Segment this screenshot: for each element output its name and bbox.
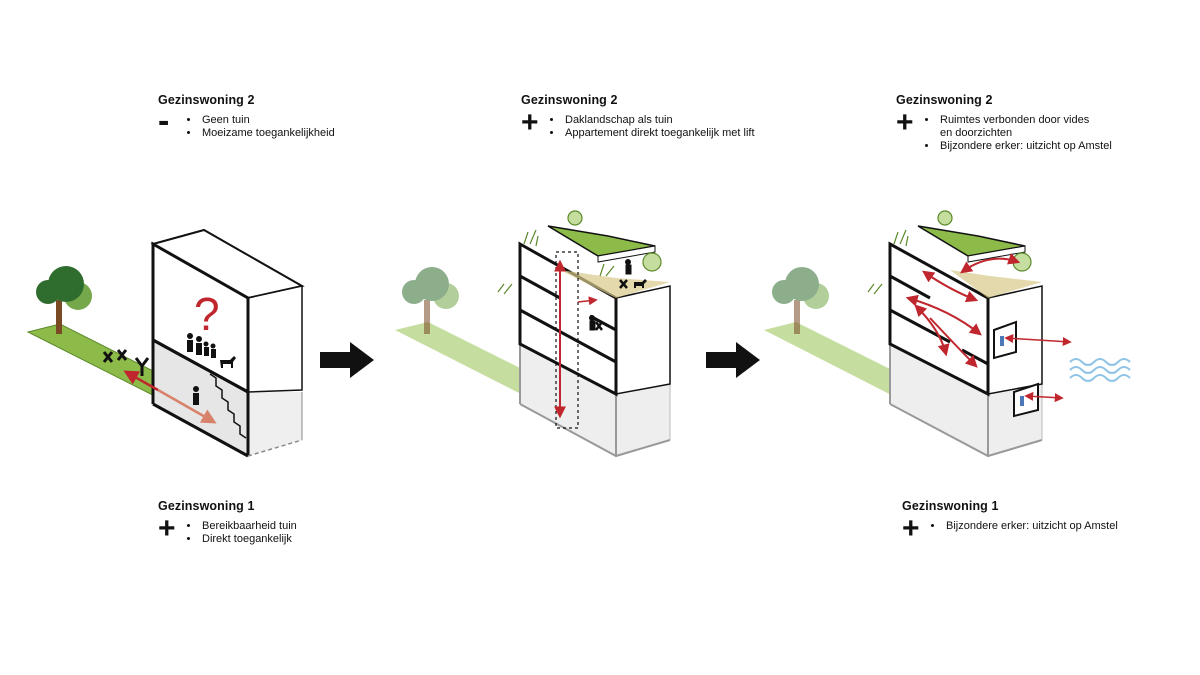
block-panel1-bottom: Gezinswoning 1 + Bereikbaarheid tuin Dir… bbox=[158, 499, 297, 546]
panel-2-transformed bbox=[395, 210, 671, 458]
plus-icon: + bbox=[896, 106, 914, 139]
bullet-item: Bereikbaarheid tuin bbox=[200, 520, 297, 533]
minus-icon: - bbox=[158, 102, 170, 140]
bullet-item: Geen tuin bbox=[200, 114, 335, 127]
transition-arrow-icon bbox=[706, 342, 760, 378]
block-title: Gezinswoning 2 bbox=[521, 93, 618, 107]
panel-1-existing: ? bbox=[26, 228, 305, 458]
bullet-list: Bereikbaarheid tuin Direkt toegankelijk bbox=[184, 520, 297, 546]
bullet-item: Direkt toegankelijk bbox=[200, 533, 297, 546]
water-icon bbox=[1069, 358, 1131, 382]
block-title: Gezinswoning 2 bbox=[896, 93, 993, 107]
bullet-list: Geen tuin Moeizame toegankelijkheid bbox=[184, 114, 335, 140]
view-arrows bbox=[905, 253, 1021, 368]
people-garden-icon bbox=[102, 349, 150, 376]
bullet-list: Bijzondere erker: uitzicht op Amstel bbox=[928, 520, 1118, 533]
question-mark: ? bbox=[194, 288, 220, 340]
tree-icon bbox=[772, 267, 829, 334]
person-icon bbox=[193, 386, 199, 405]
tree-icon bbox=[36, 266, 92, 334]
bullet-list: Daklandschap als tuin Appartement direkt… bbox=[547, 114, 755, 140]
bullet-item: Moeizame toegankelijkheid bbox=[200, 127, 335, 140]
plus-icon: + bbox=[521, 106, 539, 139]
bullet-item: Appartement direkt toegankelijk met lift bbox=[563, 127, 755, 140]
tree-icon bbox=[402, 267, 459, 334]
bullet-item: Bijzondere erker: uitzicht op Amstel bbox=[944, 520, 1118, 533]
block-panel1-top: Gezinswoning 2 - Geen tuin Moeizame toeg… bbox=[158, 93, 335, 140]
people-roof-icon bbox=[589, 259, 647, 331]
block-title: Gezinswoning 1 bbox=[902, 499, 999, 513]
block-panel3-top: Gezinswoning 2 + Ruimtes verbonden door … bbox=[896, 93, 1112, 153]
access-arrow bbox=[123, 370, 159, 392]
plus-icon: + bbox=[902, 512, 920, 545]
bullet-item: Daklandschap als tuin bbox=[563, 114, 755, 127]
bullet-item: Ruimtes verbonden door vides en doorzich… bbox=[938, 114, 1112, 140]
plants-icon bbox=[497, 210, 662, 295]
stair-icon bbox=[209, 373, 247, 439]
family-icon bbox=[187, 333, 236, 368]
block-title: Gezinswoning 2 bbox=[158, 93, 255, 107]
block-panel2-top: Gezinswoning 2 + Daklandschap als tuin A… bbox=[521, 93, 755, 140]
block-title: Gezinswoning 1 bbox=[158, 499, 255, 513]
bullet-item: Bijzondere erker: uitzicht op Amstel bbox=[938, 140, 1112, 153]
access-arrow-faded bbox=[157, 388, 217, 424]
bullet-list: Ruimtes verbonden door vides en doorzich… bbox=[922, 114, 1112, 153]
plus-icon: + bbox=[158, 512, 176, 545]
panel-3-connections bbox=[764, 210, 1131, 458]
transition-arrow-icon bbox=[320, 342, 374, 378]
block-panel3-bottom: Gezinswoning 1 + Bijzondere erker: uitzi… bbox=[902, 499, 1118, 545]
